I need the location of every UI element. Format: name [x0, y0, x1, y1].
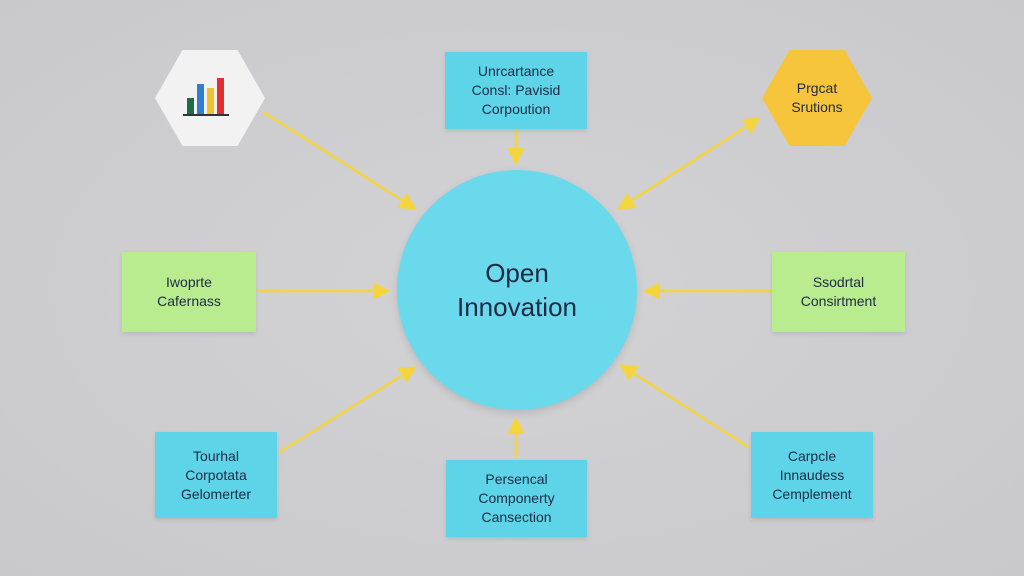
- node-right-line-2: Consirtment: [800, 293, 877, 309]
- node-bottom-left-line-2: Corpotata: [185, 466, 247, 483]
- node-bottom-right-line-3: Cemplement: [772, 485, 852, 502]
- node-top-line-2: Consl: Pavisid: [471, 82, 561, 98]
- node-left-line-1: Iwoprte: [166, 274, 212, 290]
- node-top-line-3: Corpoution: [481, 101, 551, 117]
- node-right-line-1: Ssodrtal: [812, 274, 865, 290]
- node-left-line-2: Cafernass: [157, 293, 221, 309]
- arrow-bottom-right-to-center: [619, 364, 751, 450]
- arrow-chart-to-center: [262, 110, 417, 210]
- node-top-line-1: Unrcartance: [477, 63, 555, 79]
- node-top: Unrcartance Consl: Pavisid Corpoution: [445, 52, 587, 129]
- node-left: Iwoprte Cafernass: [122, 252, 256, 332]
- node-bottom-right-line-1: Carpcle: [787, 447, 837, 464]
- bar-chart-icon: [183, 78, 229, 116]
- node-bottom-line-1: Persencal: [485, 471, 548, 487]
- center-circle: Open Innovation: [397, 170, 637, 410]
- node-bottom-left-line-3: Gelomerter: [180, 485, 252, 502]
- node-bottom-right-line-2: Innaudess: [779, 466, 845, 483]
- node-bottom-left-line-1: Tourhal: [193, 447, 239, 464]
- node-bottom-line-3: Cansection: [481, 509, 552, 525]
- node-right: Ssodrtal Consirtment: [772, 252, 905, 332]
- node-bottom-right: Carpcle Innaudess Cemplement: [751, 432, 873, 518]
- center-title-line-1: Open: [485, 258, 549, 288]
- arrow-bottom-left-to-center: [279, 366, 417, 454]
- center-title-line-2: Innovation: [457, 292, 577, 322]
- node-top-right-line-2: Srutions: [791, 99, 843, 115]
- node-bottom-left: Tourhal Corpotata Gelomerter: [155, 432, 277, 518]
- node-bottom: Persencal Componerty Cansection: [446, 460, 587, 537]
- arrow-center-project: [617, 117, 761, 210]
- node-bottom-line-2: Componerty: [478, 490, 555, 506]
- node-top-right-line-1: Prgcat: [796, 80, 838, 96]
